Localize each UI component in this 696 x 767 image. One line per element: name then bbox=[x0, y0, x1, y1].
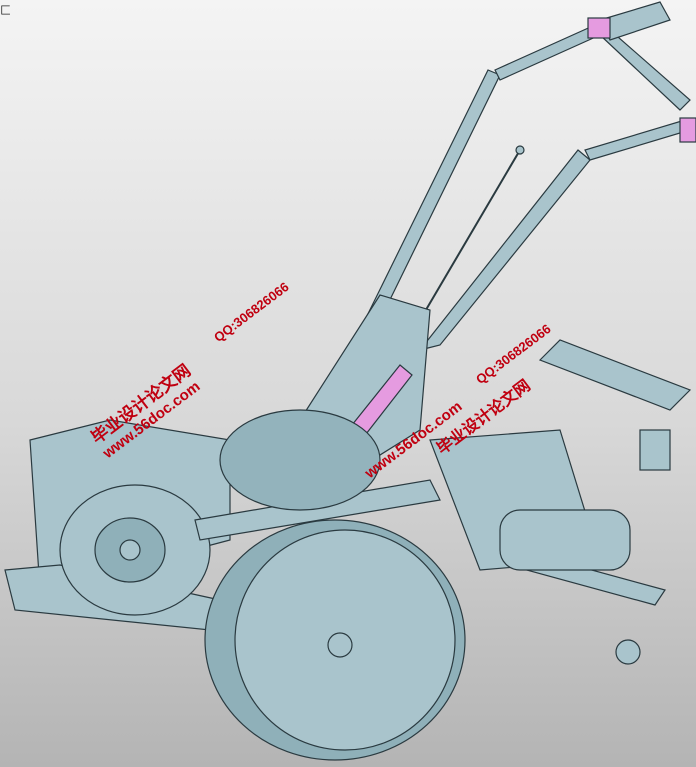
corner-mark: 匚 bbox=[0, 5, 11, 17]
drive-wheel bbox=[204, 519, 466, 761]
back-wheel bbox=[219, 409, 381, 511]
handle-clamp bbox=[587, 17, 611, 39]
engine bbox=[4, 419, 231, 631]
handlebar bbox=[358, 1, 696, 352]
rear-frame bbox=[429, 339, 692, 665]
